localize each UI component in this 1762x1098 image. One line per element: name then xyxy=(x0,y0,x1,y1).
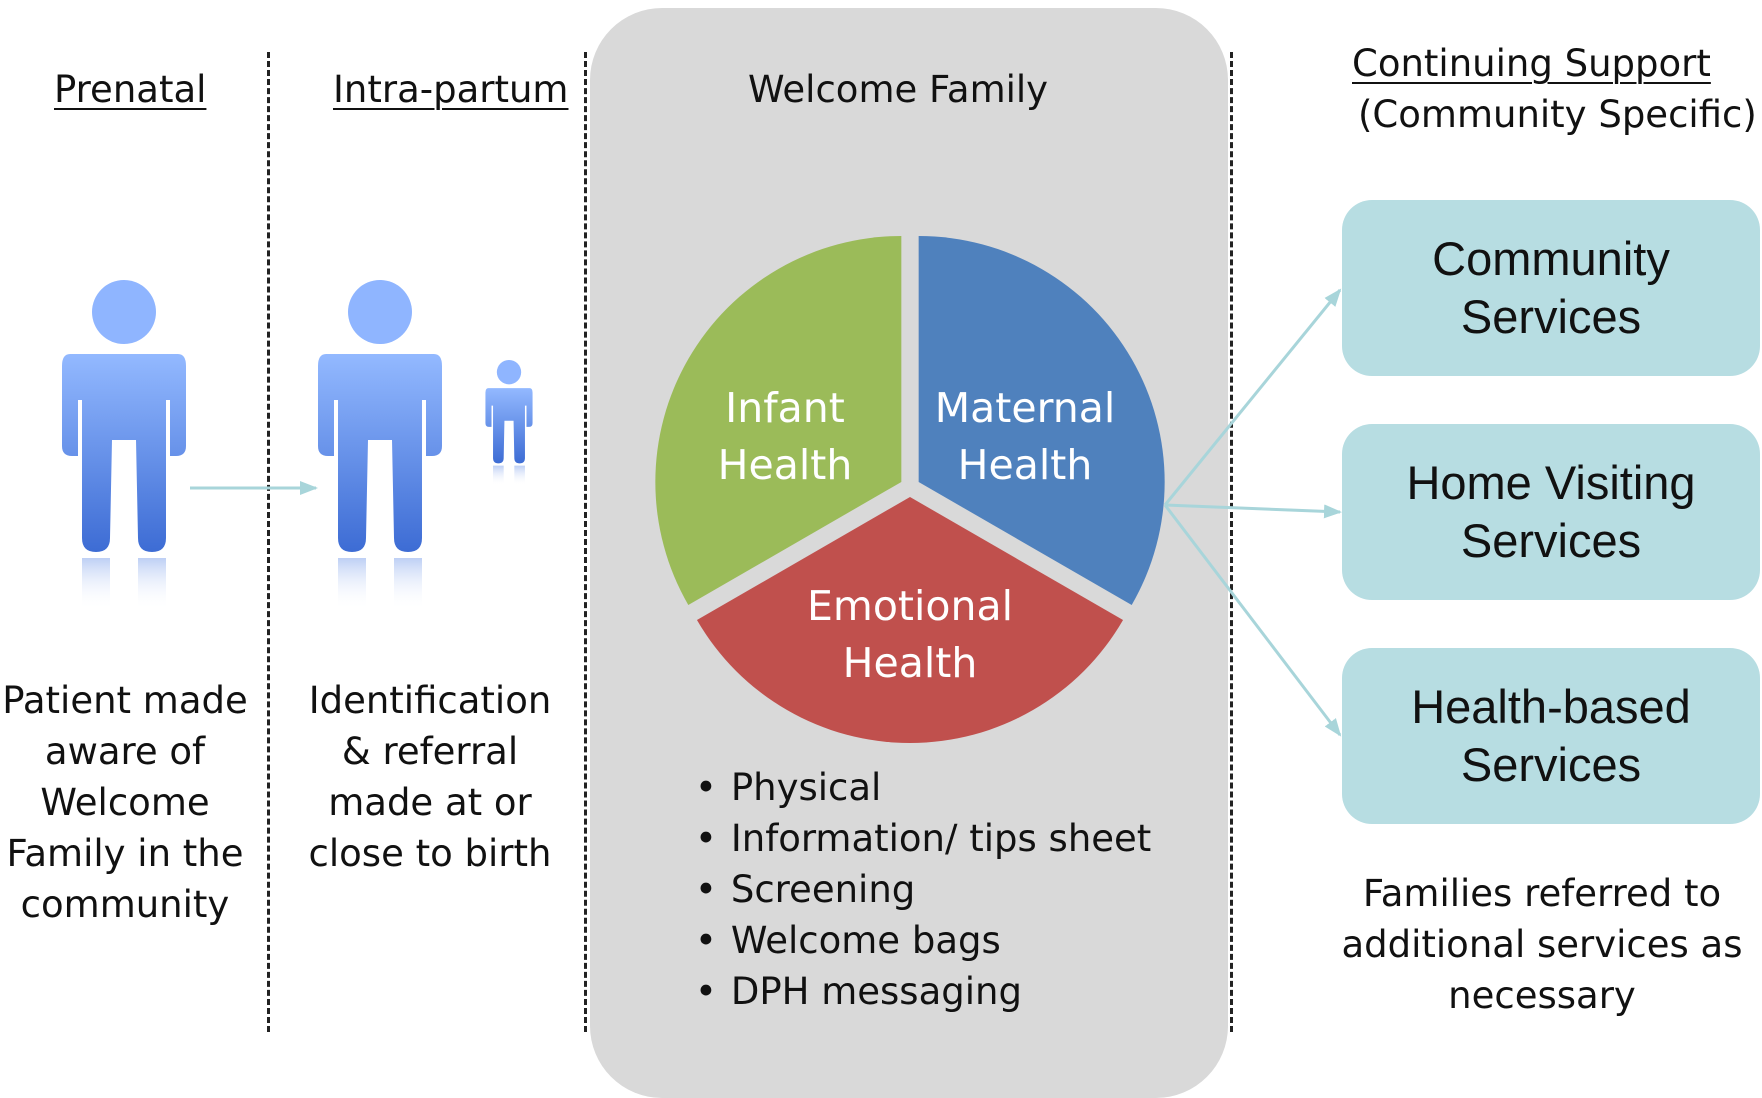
community-services-box: Community Services xyxy=(1342,200,1760,376)
divider-prenatal-intrapartum xyxy=(267,52,270,1032)
description-line: Family in the xyxy=(6,832,244,875)
prenatal-description: Patient made aware of Welcome Family in … xyxy=(0,675,250,930)
description-line: Welcome xyxy=(40,781,210,824)
description-line: close to birth xyxy=(308,832,552,875)
bullet-item: Physical xyxy=(695,762,1151,813)
pie-label-infant-health: Infant Health xyxy=(700,380,870,494)
bullet-item: DPH messaging xyxy=(695,966,1151,1017)
pie-label-line: Health xyxy=(717,441,853,489)
pie-label-emotional-health: Emotional Health xyxy=(790,578,1030,692)
description-line: necessary xyxy=(1448,974,1636,1017)
description-line: additional services as xyxy=(1341,923,1743,966)
arrow-to-home-visiting-services xyxy=(1164,503,1342,519)
pie-label-line: Infant xyxy=(725,384,845,432)
service-label-line: Health-based xyxy=(1411,680,1691,733)
service-label-line: Services xyxy=(1460,514,1642,567)
arrow-to-health-based-services xyxy=(1163,504,1342,737)
service-label-line: Community xyxy=(1432,232,1670,285)
adult-figure-icon xyxy=(62,280,186,610)
pie-label-line: Maternal xyxy=(934,384,1116,432)
arrow-to-community-services xyxy=(1163,288,1342,506)
pie-label-line: Health xyxy=(842,639,978,687)
pie-label-maternal-health: Maternal Health xyxy=(920,380,1130,494)
divider-intrapartum-welcome xyxy=(584,52,587,1032)
intrapartum-description: Identification & referral made at or clo… xyxy=(290,675,570,879)
continuing-support-subheading: (Community Specific) xyxy=(1358,93,1757,136)
pie-label-line: Emotional xyxy=(807,582,1013,630)
description-line: & referral xyxy=(341,730,519,773)
bullet-item: Screening xyxy=(695,864,1151,915)
health-based-services-box: Health-based Services xyxy=(1342,648,1760,824)
intrapartum-heading: Intra-partum xyxy=(333,68,569,111)
welcome-family-bullet-list: Physical Information/ tips sheet Screeni… xyxy=(695,762,1151,1017)
pie-slice-infant-health xyxy=(655,236,902,605)
welcome-family-heading: Welcome Family xyxy=(748,68,1049,111)
description-line: aware of xyxy=(44,730,206,773)
description-line: Families referred to xyxy=(1362,872,1722,915)
divider-welcome-continuing xyxy=(1230,52,1233,1032)
home-visiting-services-box: Home Visiting Services xyxy=(1342,424,1760,600)
description-line: Patient made xyxy=(2,679,248,722)
service-label-line: Services xyxy=(1460,738,1642,791)
child-figure-icon xyxy=(485,360,533,486)
adult-figure-icon xyxy=(318,280,442,610)
bullet-item: Welcome bags xyxy=(695,915,1151,966)
pie-label-line: Health xyxy=(957,441,1093,489)
prenatal-heading: Prenatal xyxy=(54,68,207,111)
continuing-support-description: Families referred to additional services… xyxy=(1322,868,1762,1021)
pie-slice-emotional-health xyxy=(696,497,1124,743)
service-label-line: Home Visiting xyxy=(1406,456,1696,509)
pie-slice-maternal-health xyxy=(918,236,1165,605)
description-line: made at or xyxy=(328,781,532,824)
bullet-item: Information/ tips sheet xyxy=(695,813,1151,864)
service-label-line: Services xyxy=(1460,290,1642,343)
welcome-family-pie xyxy=(655,236,1165,743)
continuing-support-heading: Continuing Support xyxy=(1352,42,1711,85)
description-line: community xyxy=(20,883,230,926)
diagram-graphics xyxy=(62,236,1342,743)
description-line: Identification xyxy=(308,679,552,722)
